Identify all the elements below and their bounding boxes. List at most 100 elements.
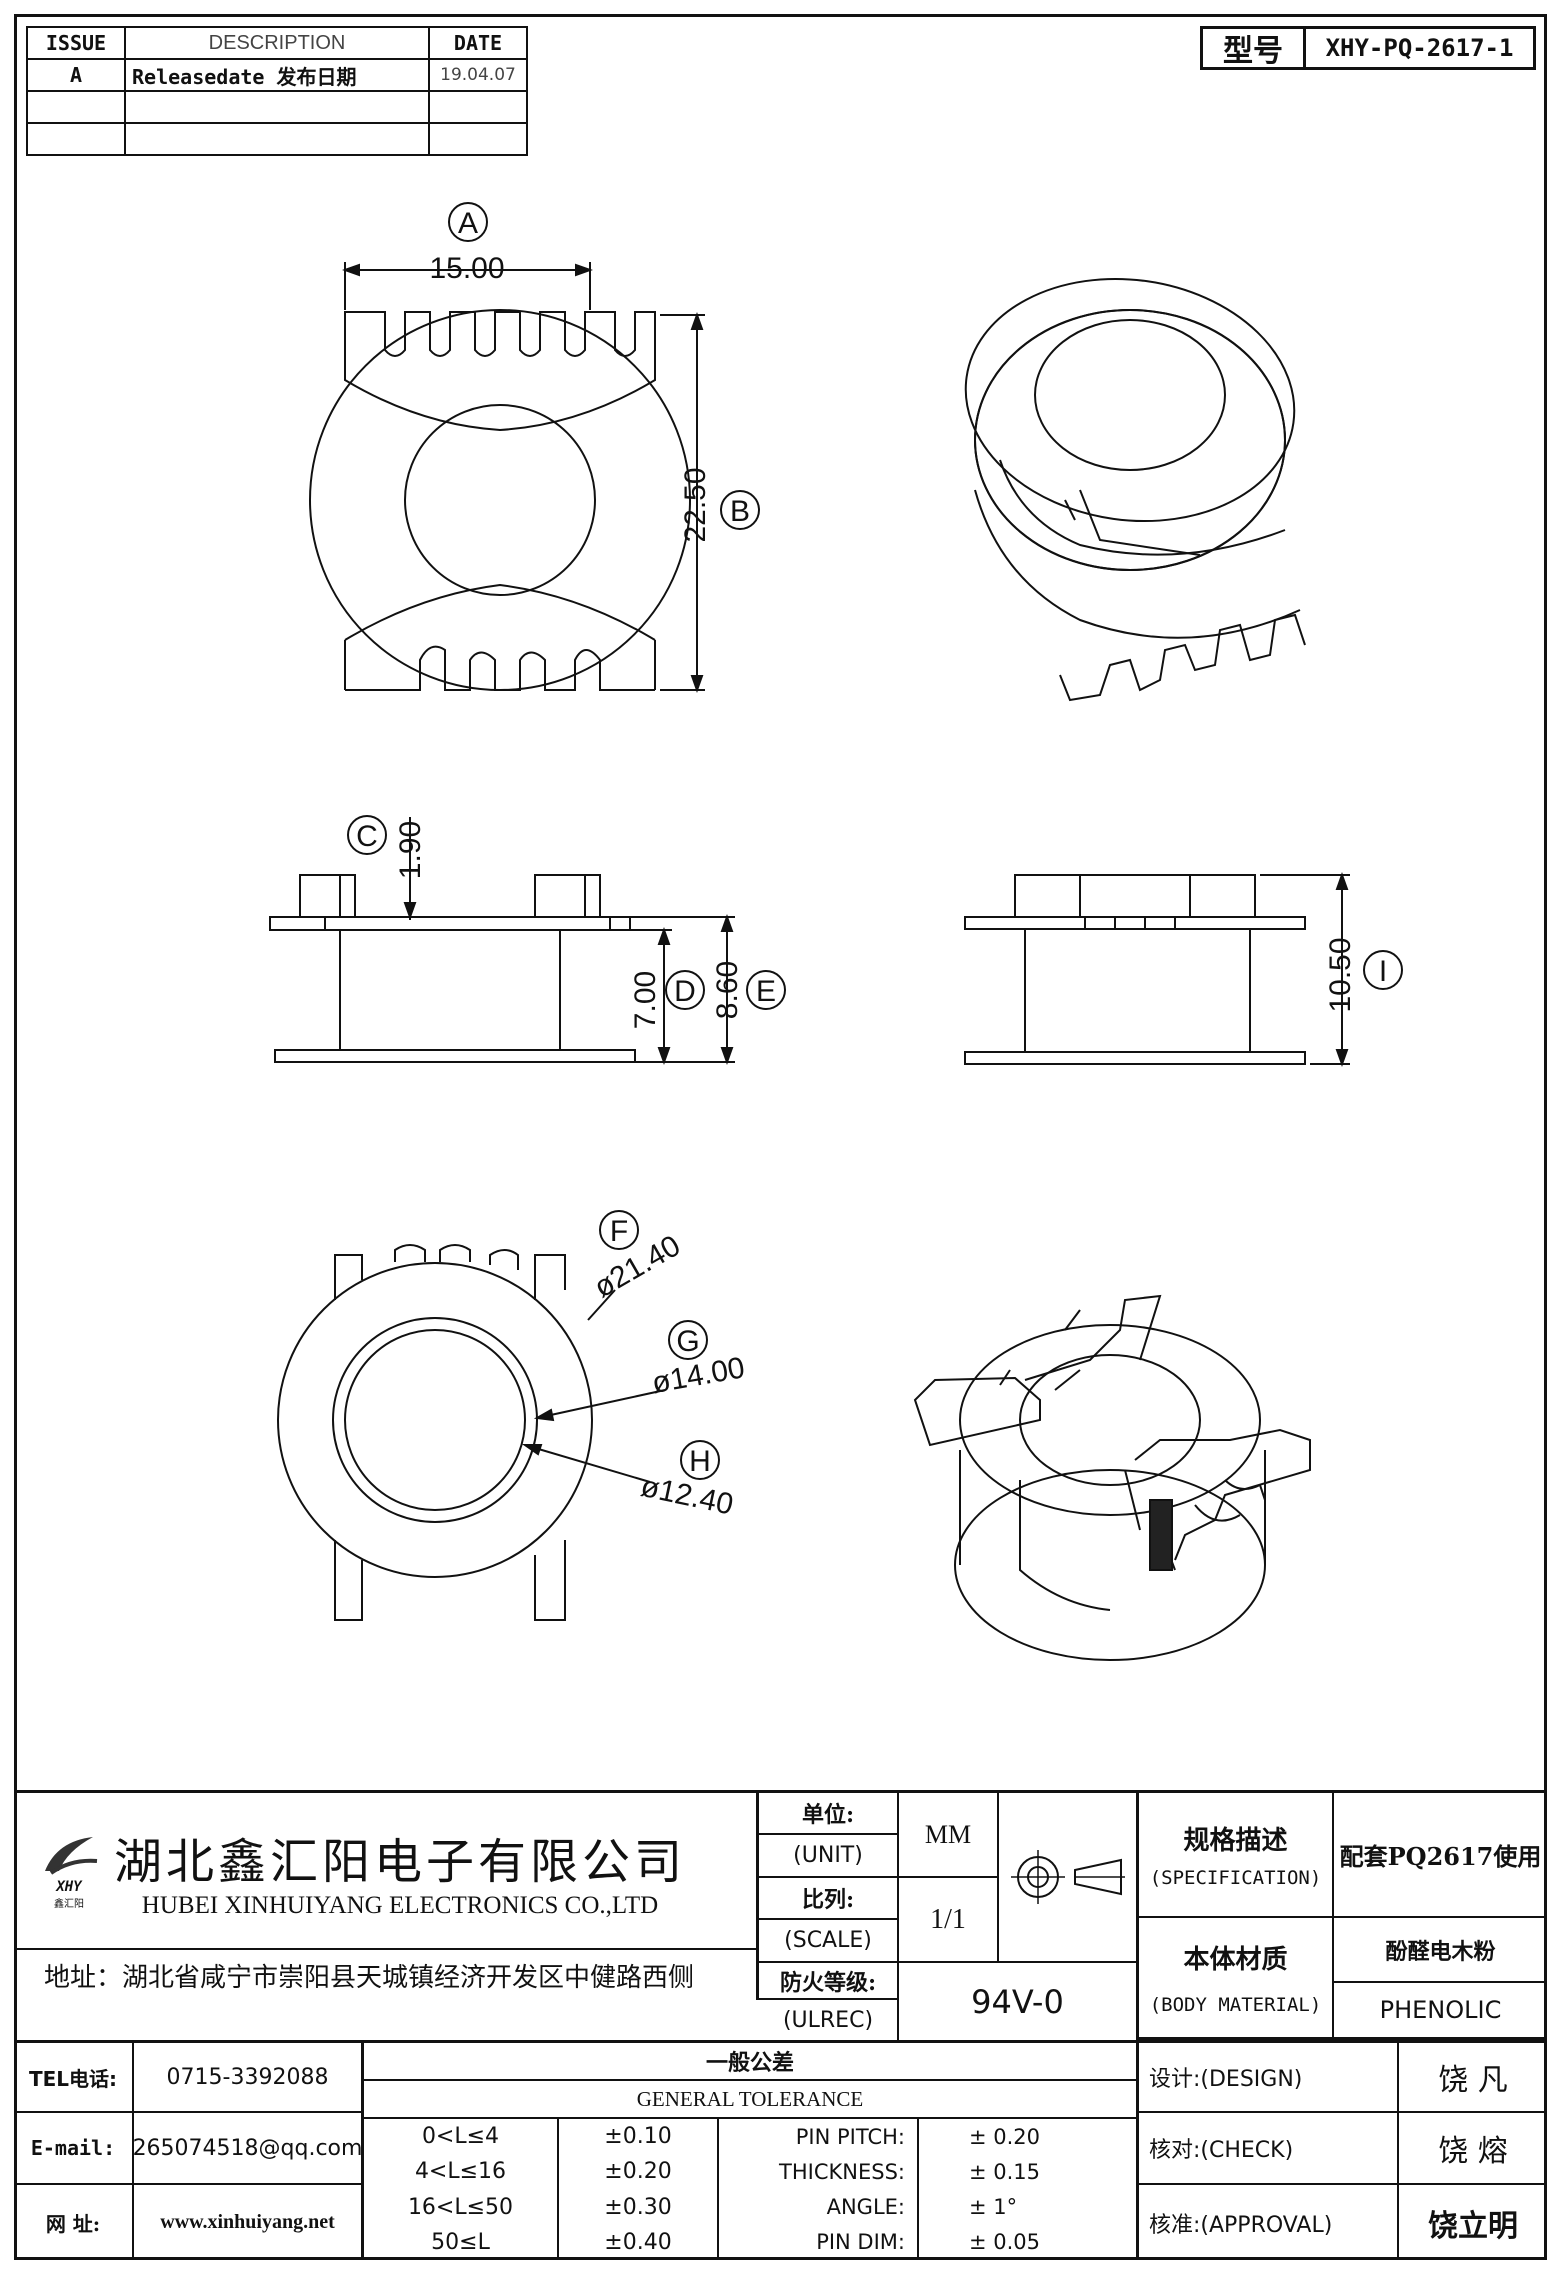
tolerance-item: ANGLE: (826, 2195, 905, 2220)
model-label: 型号 (1203, 29, 1306, 69)
spec-label-cn: 规格描述 (1183, 1826, 1288, 1856)
tolerance-value: ±0.10 (604, 2124, 672, 2150)
dim-B-value: 22.50 (679, 467, 712, 542)
rev-row-date (428, 90, 528, 124)
company-logo: XHY 鑫汇阳 (34, 1831, 104, 1911)
dim-D-value: 7.00 (629, 971, 662, 1029)
company-name-en: HUBEI XINHUIYANG ELECTRONICS CO.,LTD (141, 1891, 659, 1919)
projection-symbol (999, 1793, 1139, 1961)
material-label-en: (BODY MATERIAL) (1149, 1994, 1322, 2016)
tolerance-item-value: ± 0.20 (969, 2124, 1041, 2149)
tolerance-tol-col: ±0.10 ±0.20 ±0.30 ±0.40 (559, 2119, 719, 2260)
logo-swirl-icon (45, 1837, 98, 1875)
rev-header-description: DESCRIPTION (124, 26, 430, 60)
dim-I-value: 10.50 (1324, 937, 1357, 1012)
scale-value: 1/1 (899, 1878, 999, 1963)
dim-C-value: 1.90 (394, 821, 427, 879)
tolerance-item-col: PIN PITCH: THICKNESS: ANGLE: PIN DIM: (719, 2119, 919, 2260)
company-address: 地址：湖北省咸宁市崇阳县天城镇经济开发区中健路西侧 (14, 1950, 759, 2000)
material-label-cn: 本体材质 (1183, 1945, 1288, 1975)
top-view (309, 262, 705, 693)
design-name: 饶 凡 (1399, 2043, 1547, 2113)
web-label: 网 址: (14, 2185, 134, 2260)
spec-label: 规格描述 (SPECIFICATION) (1139, 1793, 1334, 1918)
tolerance-value: ±0.30 (604, 2194, 672, 2220)
check-name: 饶 熔 (1399, 2113, 1547, 2185)
model-box: 型号 XHY-PQ-2617-1 (1200, 26, 1536, 70)
tolerance-range: 50≤L (431, 2229, 490, 2255)
material-label: 本体材质 (BODY MATERIAL) (1139, 1918, 1334, 2040)
ulrec-label-en: (ULREC) (759, 2000, 899, 2040)
rev-row-date (428, 122, 528, 156)
dim-C-tag: C (356, 820, 378, 853)
scale-label-en: (SCALE) (759, 1920, 899, 1963)
side-view (964, 872, 1350, 1067)
spec-value: 配套PQ2617使用 (1334, 1793, 1547, 1918)
rev-row-description: Releasedate 发布日期 (124, 58, 430, 92)
tolerance-table: 0<L≤4 4<L≤16 16<L≤50 50≤L ±0.10 ±0.20 ±0… (364, 2119, 1139, 2260)
scale-label-cn: 比列: (759, 1878, 899, 1920)
isometric-view-bottom (913, 1294, 1311, 1661)
dim-E-tag: E (756, 975, 776, 1008)
rev-row-description (124, 122, 430, 156)
rev-row-issue (26, 122, 126, 156)
dim-H-tag: H (689, 1445, 711, 1478)
tolerance-title-cn: 一般公差 (364, 2043, 1139, 2081)
rev-row-date: 19.04.07 (428, 58, 528, 92)
tolerance-item-value: ± 0.05 (969, 2230, 1041, 2255)
design-label: 设计:(DESIGN) (1139, 2043, 1399, 2113)
company-panel: XHY 鑫汇阳 湖北鑫汇阳电子有限公司 HUBEI XINHUIYANG ELE… (14, 1793, 759, 1948)
technical-drawing: 15.00 A 22.50 B 1.90 (269, 202, 1403, 1661)
unit-label-en: (UNIT) (759, 1835, 899, 1878)
model-value: XHY-PQ-2617-1 (1325, 34, 1514, 62)
drawing-frame (14, 14, 1547, 2260)
dim-A-tag: A (458, 207, 478, 240)
unit-value: MM (899, 1793, 999, 1878)
unit-label-cn: 单位: (759, 1793, 899, 1835)
dim-D-tag: D (674, 975, 696, 1008)
check-label: 核对:(CHECK) (1139, 2113, 1399, 2185)
tolerance-range: 0<L≤4 (421, 2124, 500, 2150)
ulrec-value: 94V-0 (899, 1963, 1139, 2040)
dim-B-tag: B (730, 495, 750, 528)
title-block-mid-rule (14, 2040, 1547, 2043)
tolerance-range: 4<L≤16 (414, 2159, 507, 2185)
spec-label-en: (SPECIFICATION) (1149, 1867, 1322, 1889)
email-value: 265074518@qq.com (133, 2113, 364, 2185)
dim-G-tag: G (676, 1325, 699, 1358)
rev-header-issue: ISSUE (26, 26, 126, 60)
material-value-en: PHENOLIC (1334, 1983, 1547, 2040)
bottom-view (277, 1244, 666, 1621)
email-label: E-mail: (14, 2113, 134, 2185)
tolerance-item: PIN PITCH: (795, 2124, 905, 2149)
isometric-view-top (964, 277, 1306, 702)
material-value-cn: 酚醛电木粉 (1334, 1918, 1547, 1983)
tel-value: 0715-3392088 (134, 2043, 364, 2113)
title-block-top-rule (14, 1790, 1547, 1793)
dim-G-value: ø14.00 (649, 1351, 747, 1400)
dim-F-tag: F (610, 1215, 628, 1248)
web-value: www.xinhuiyang.net (134, 2185, 364, 2260)
tolerance-item: PIN DIM: (816, 2230, 905, 2255)
tolerance-range: 16<L≤50 (407, 2194, 514, 2220)
tolerance-value: ±0.40 (604, 2229, 672, 2255)
third-angle-projection-icon (1010, 1850, 1125, 1904)
logo-text: XHY (56, 1879, 82, 1895)
rev-row-issue: A (26, 58, 126, 92)
logo-sub: 鑫汇阳 (54, 1899, 84, 1910)
revision-table: ISSUE DESCRIPTION DATE A Releasedate 发布日… (26, 26, 528, 156)
dim-E-value: 8.60 (711, 961, 744, 1019)
tolerance-value: ±0.20 (604, 2159, 672, 2185)
rev-row-description (124, 90, 430, 124)
company-rule (14, 1948, 759, 1950)
dim-I-tag: I (1379, 955, 1387, 988)
ulrec-rule (899, 1961, 1139, 1963)
tolerance-range-col: 0<L≤4 4<L≤16 16<L≤50 50≤L (364, 2119, 559, 2260)
title-block: XHY 鑫汇阳 湖北鑫汇阳电子有限公司 HUBEI XINHUIYANG ELE… (14, 1790, 1547, 2260)
tolerance-item: THICKNESS: (779, 2159, 905, 2184)
tel-label: TEL电话: (14, 2043, 134, 2113)
approval-label: 核准:(APPROVAL) (1139, 2185, 1399, 2260)
dim-A-value: 15.00 (429, 252, 504, 285)
ulrec-label-cn: 防火等级: (759, 1963, 899, 2000)
tolerance-item-value: ± 0.15 (969, 2159, 1041, 2184)
